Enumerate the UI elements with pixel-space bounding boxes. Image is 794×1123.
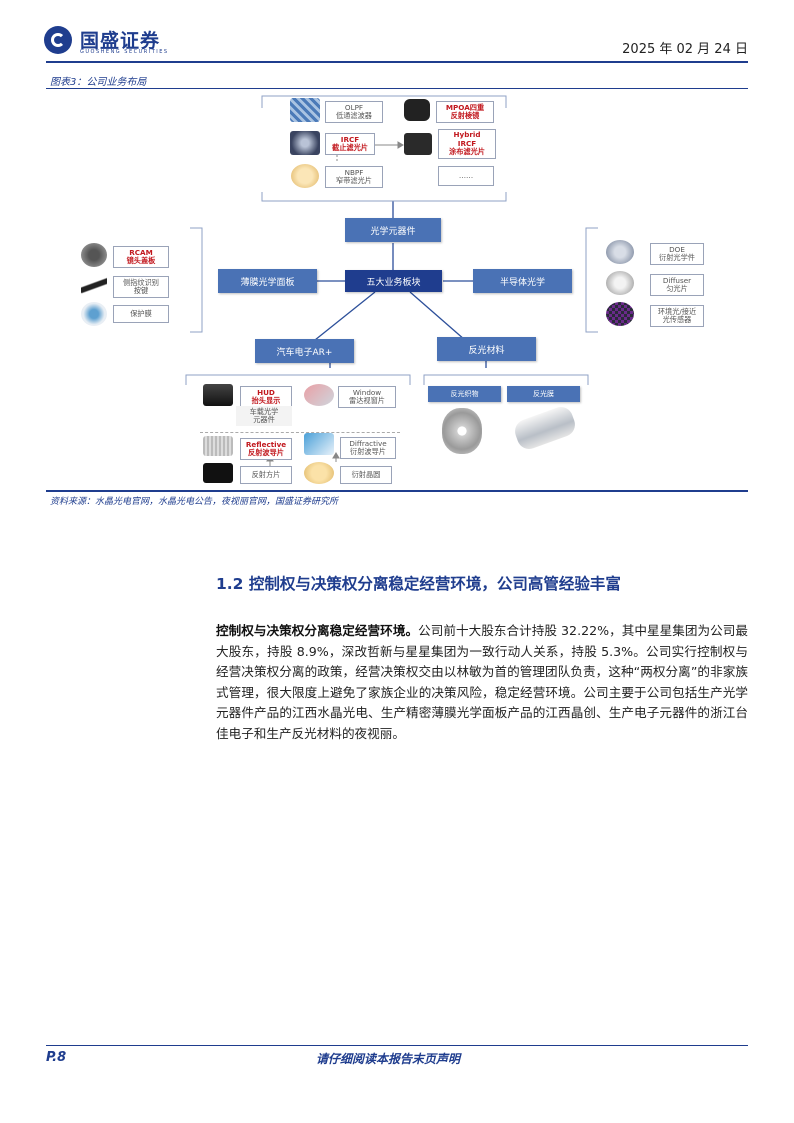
diffractive-wafer-image (304, 462, 334, 484)
page-number: P.8 (46, 1050, 67, 1065)
brand-name: 国盛证券 (80, 30, 161, 52)
branch-reflective-materials: 反光材料 (437, 337, 536, 361)
brand-logo-icon (44, 26, 72, 54)
figure-top-rule (46, 88, 748, 89)
branch-optical-components: 光学元器件 (345, 218, 441, 242)
fingerprint-key-image (81, 275, 107, 295)
item-reflective-square: 反射方片 (240, 466, 292, 484)
brand-subtitle: GUOSHENG SECURITIES (80, 49, 169, 55)
business-layout-diagram: 光学元器件 五大业务板块 薄膜光学面板 半导体光学 汽车电子AR+ 反光材料 O… (0, 0, 794, 500)
mpoa-image (404, 99, 430, 121)
diffractive-waveguide-image (304, 433, 334, 455)
figure-source: 资料来源：水晶光电官网，水晶光电公告，夜视丽官网，国盛证券研究所 (50, 497, 339, 507)
reflective-square-image (203, 463, 233, 483)
section-paragraph: 控制权与决策权分离稳定经营环境。公司前十大股东合计持股 32.22%，其中星星集… (216, 621, 748, 745)
header-divider (46, 61, 748, 63)
item-more: …… (438, 166, 494, 186)
hybrid-ircf-image (404, 133, 432, 155)
footer-divider (46, 1045, 748, 1046)
diagram-connectors (185, 95, 598, 466)
branch-thin-film-panel: 薄膜光学面板 (218, 269, 317, 293)
ircf-image (290, 131, 320, 155)
protective-film-image (81, 302, 107, 326)
figure-caption: 图表3：公司业务布局 (50, 77, 147, 88)
hud-image (203, 384, 233, 406)
reflective-waveguide-image (203, 436, 233, 456)
radar-window-image (304, 384, 334, 406)
figure-bottom-rule (46, 490, 748, 492)
item-light-sensor: 环境光/接近光传感器 (650, 305, 704, 327)
rcam-image (81, 243, 107, 267)
item-protective-film: 保护膜 (113, 305, 169, 323)
waveguide-divider (200, 432, 400, 459)
paragraph-lead: 控制权与决策权分离稳定经营环境。 (216, 623, 419, 638)
light-sensor-image (606, 302, 634, 326)
diffuser-image (606, 271, 634, 295)
branch-semiconductor-optics: 半导体光学 (473, 269, 572, 293)
paragraph-body: 公司前十大股东合计持股 32.22%，其中星星集团为公司最大股东，持股 8.9%… (216, 623, 748, 741)
branch-auto-electronics: 汽车电子AR+ (255, 339, 354, 363)
section-title: 1.2 控制权与决策权分离稳定经营环境，公司高管经验丰富 (216, 575, 621, 593)
item-mpoa: MPOA四重反射棱镜 (436, 101, 494, 123)
report-date: 2025 年 02 月 24 日 (622, 42, 748, 57)
item-diffractive-wafer: 衍射晶圆 (340, 466, 392, 484)
olpf-image (290, 98, 320, 122)
center-five-segments: 五大业务板块 (345, 270, 442, 292)
reflective-fabric-roll-image (442, 408, 482, 454)
item-reflective-fabric: 反光织物 (428, 386, 501, 402)
item-reflective-film: 反光膜 (507, 386, 580, 402)
item-fingerprint-key: 侧指纹识别按键 (113, 276, 169, 298)
item-auto-optics: 车载光学元器件 (236, 406, 292, 426)
doe-image (606, 240, 634, 264)
disclaimer-note: 请仔细阅读本报告末页声明 (316, 1052, 461, 1066)
nbpf-image (291, 164, 319, 188)
